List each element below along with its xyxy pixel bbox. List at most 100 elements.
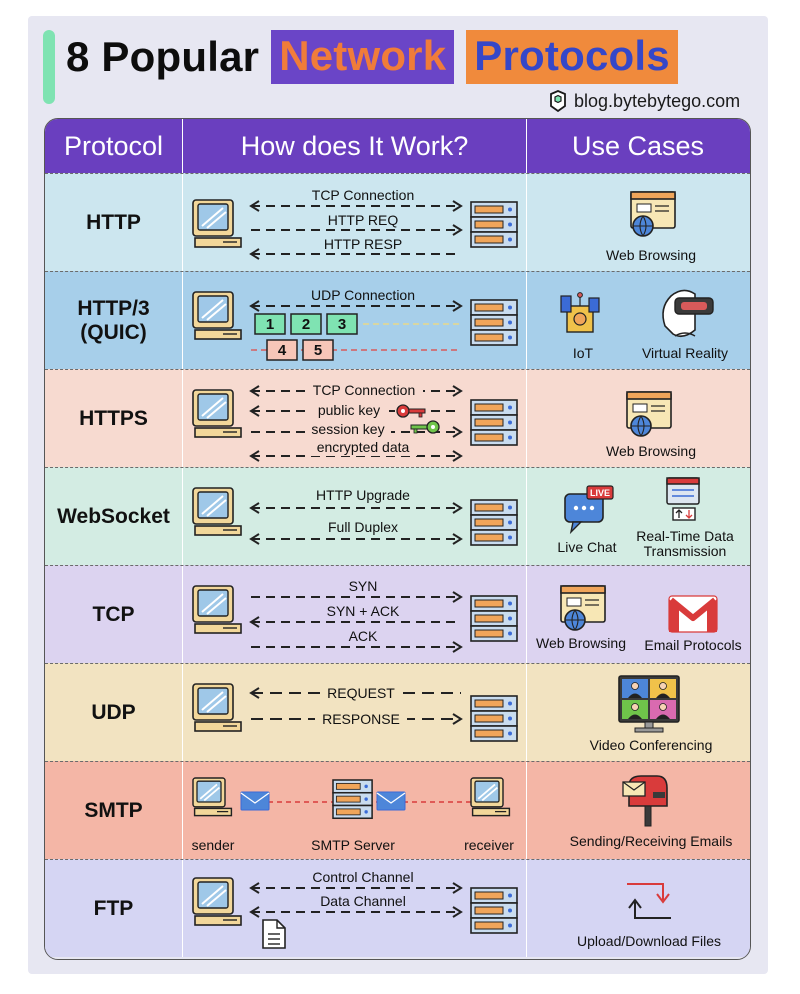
svg-text:4: 4 xyxy=(278,342,287,359)
accent-bar xyxy=(43,30,55,104)
header-protocol: Protocol xyxy=(45,119,183,173)
page-title: 8 Popular Network Protocols xyxy=(66,30,678,84)
packet-5: 5 xyxy=(302,339,334,361)
bytebytego-logo-icon xyxy=(550,90,566,112)
web-browser-icon xyxy=(626,391,672,437)
flow-cell: HTTP Upgrade Full Duplex xyxy=(183,468,527,565)
use-case-cell: Web Browsing Email Protocols xyxy=(527,566,749,663)
computer-icon xyxy=(192,877,242,926)
flow-label: HTTP Upgrade xyxy=(316,487,410,503)
document-icon xyxy=(262,919,286,949)
key-icon xyxy=(410,420,440,434)
node-label: receiver xyxy=(464,837,514,853)
use-case-label: Real-Time Data xyxy=(636,528,734,544)
server-icon xyxy=(332,779,373,820)
envelope-icon xyxy=(240,791,270,811)
data-transfer-icon xyxy=(666,477,700,521)
use-case-label: Virtual Reality xyxy=(642,345,728,361)
server-icon xyxy=(470,299,518,346)
gmail-icon xyxy=(668,595,718,633)
use-case-cell: Web Browsing xyxy=(527,174,749,271)
flow-label: encrypted data xyxy=(317,439,410,455)
use-case-label: Upload/Download Files xyxy=(577,933,721,949)
live-badge: LIVE xyxy=(590,488,610,498)
flow-label: REQUEST xyxy=(327,685,395,701)
protocol-name: UDP xyxy=(45,664,183,761)
protocol-name: TCP xyxy=(45,566,183,663)
flow-label: HTTP REQ xyxy=(328,212,399,228)
mailbox-icon xyxy=(622,775,668,827)
protocol-name: SMTP xyxy=(45,762,183,859)
packet-2: 2 xyxy=(290,313,322,335)
flow-label: SYN xyxy=(349,578,378,594)
flow-cell: Control Channel Data Channel xyxy=(183,860,527,957)
flow-label: session key xyxy=(311,421,384,437)
server-icon xyxy=(470,887,518,934)
web-browser-icon xyxy=(630,191,676,237)
flow-label: RESPONSE xyxy=(322,711,400,727)
row-smtp: SMTP sender xyxy=(45,761,750,859)
title-part-3: Protocols xyxy=(466,30,678,84)
flow-cell: TCP Connection HTTP REQ HTTP RESP xyxy=(183,174,527,271)
protocol-name-line1: HTTP/3 xyxy=(77,297,150,321)
protocol-name: HTTPS xyxy=(45,370,183,467)
svg-text:3: 3 xyxy=(338,316,346,333)
protocol-name: HTTP xyxy=(45,174,183,271)
flow-label: TCP Connection xyxy=(312,187,414,203)
row-http: HTTP TCP Con xyxy=(45,173,750,271)
use-case-cell: Video Conferencing xyxy=(527,664,749,761)
server-icon xyxy=(470,695,518,742)
computer-icon xyxy=(470,777,511,817)
packet-3: 3 xyxy=(326,313,358,335)
header-use-cases: Use Cases xyxy=(571,130,705,161)
server-icon xyxy=(470,201,518,248)
use-case-label: IoT xyxy=(573,345,594,361)
svg-text:5: 5 xyxy=(314,342,322,359)
use-case-label: Web Browsing xyxy=(536,635,626,651)
brand: blog.bytebytego.com xyxy=(548,88,740,114)
row-tcp: TCP SYN xyxy=(45,565,750,663)
use-case-label: Email Protocols xyxy=(644,637,741,653)
computer-icon xyxy=(192,683,242,732)
use-case-label: Video Conferencing xyxy=(590,737,713,753)
use-case-label: Sending/Receiving Emails xyxy=(570,833,733,849)
brand-url: blog.bytebytego.com xyxy=(574,90,741,111)
computer-icon xyxy=(192,291,242,340)
web-browser-icon xyxy=(560,585,606,631)
flow-label: TCP Connection xyxy=(313,382,415,398)
computer-icon xyxy=(192,487,242,536)
use-case-label: Live Chat xyxy=(557,539,616,555)
packet-4: 4 xyxy=(266,339,298,361)
use-case-cell: Web Browsing xyxy=(527,370,749,467)
use-case-label: Web Browsing xyxy=(606,247,696,263)
computer-icon xyxy=(192,389,242,438)
table-header: Protocol How does It Work? Use Cases xyxy=(45,119,750,173)
computer-icon xyxy=(192,585,242,634)
protocol-name: HTTP/3 (QUIC) xyxy=(45,272,183,369)
flow-label: SYN + ACK xyxy=(327,603,400,619)
svg-text:2: 2 xyxy=(302,316,310,333)
row-websocket: WebSocket HT xyxy=(45,467,750,565)
flow-label: ACK xyxy=(349,628,378,644)
use-case-label: Transmission xyxy=(644,543,727,559)
row-ftp: FTP Control xyxy=(45,859,750,957)
key-icon xyxy=(396,404,426,418)
flow-label: Control Channel xyxy=(312,869,413,885)
envelope-icon xyxy=(376,791,406,811)
title-part-2: Network xyxy=(271,30,455,84)
flow-label: Data Channel xyxy=(320,893,406,909)
svg-text:1: 1 xyxy=(266,316,274,333)
protocol-name-line2: (QUIC) xyxy=(80,320,147,344)
vr-headset-icon xyxy=(662,289,714,338)
iot-icon xyxy=(560,292,600,333)
flow-cell: REQUEST RESPONSE xyxy=(183,664,527,761)
header-how-it-works: How does It Work? xyxy=(183,119,527,173)
flow-cell: UDP Connection 1 2 3 4 5 xyxy=(183,272,527,369)
flow-label: UDP Connection xyxy=(311,287,415,303)
use-case-label: Web Browsing xyxy=(606,443,696,459)
flow-label: public key xyxy=(318,402,380,418)
node-label: SMTP Server xyxy=(311,837,395,853)
video-conference-icon xyxy=(618,675,680,733)
use-case-cell: Upload/Download Files xyxy=(527,860,749,957)
chat-icon: LIVE xyxy=(564,485,614,535)
